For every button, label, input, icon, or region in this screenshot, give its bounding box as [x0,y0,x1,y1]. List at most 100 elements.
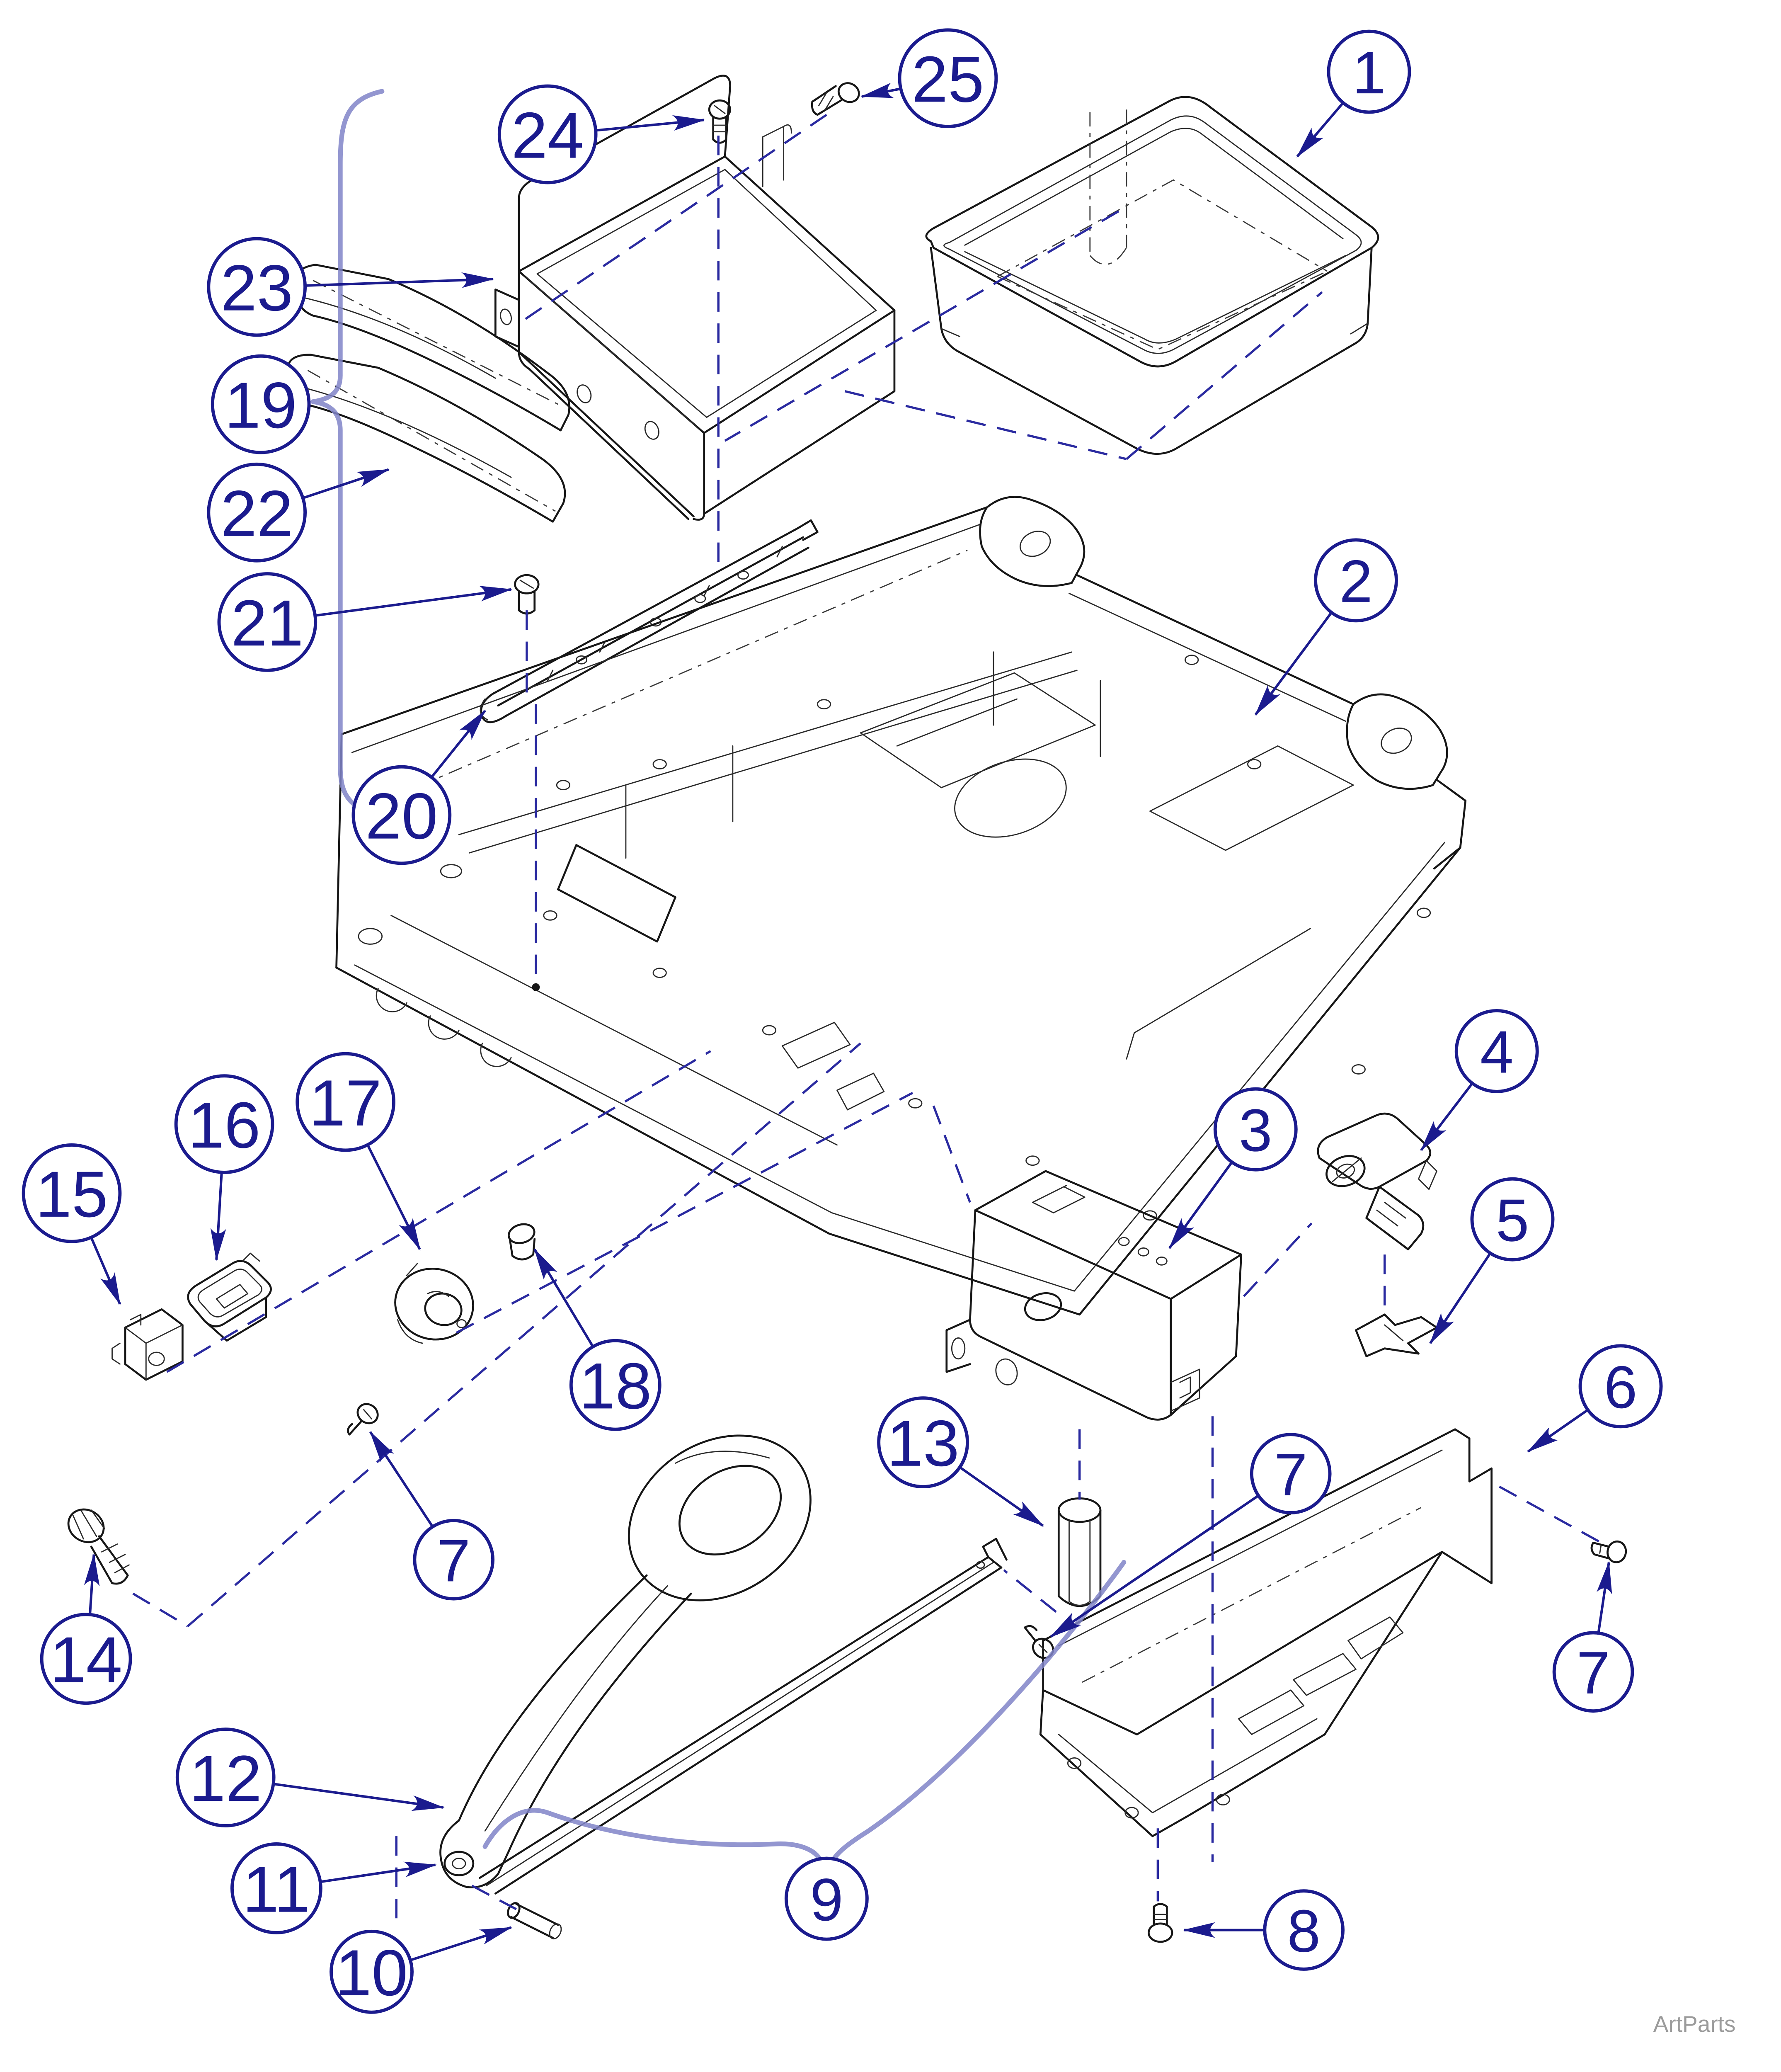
part-storage-bracket-drawing-segment [526,277,697,427]
callout-20[interactable]: 20 [351,709,486,865]
callout-circle-3[interactable] [1213,1087,1298,1172]
callout-6[interactable]: 6 [1527,1344,1663,1453]
callout-15[interactable]: 15 [22,1143,122,1305]
callout-circle-25[interactable] [898,28,998,129]
part-seat-frame-drawing-segment [557,844,676,943]
part-screw-21-drawing [514,574,540,615]
callout-circle-18[interactable] [569,1339,662,1431]
callout-7-6[interactable]: 7 [369,1431,494,1601]
callout-2[interactable]: 2 [1254,538,1398,716]
part-seat-frame-drawing-segment [340,506,988,735]
callout-25[interactable]: 25 [860,28,998,129]
callout-circle-8[interactable] [1263,1889,1345,1971]
part-seat-frame-drawing-segment [440,864,462,878]
callout-circle-7[interactable] [413,1519,494,1601]
callout-9[interactable]: 9 [784,1856,869,1941]
part-seat-frame-drawing-segment [1143,1210,1157,1221]
callout-circle-17[interactable] [296,1052,395,1152]
callout-circle-9[interactable] [784,1856,869,1941]
part-screw-7-left-drawing [347,1403,379,1436]
callout-circle-20[interactable] [351,765,452,865]
callout-number-21: 21 [231,587,303,660]
part-seat-frame-drawing-segment [652,968,667,978]
callout-circle-14[interactable] [40,1613,132,1705]
callout-circle-24[interactable] [497,84,598,184]
leader-line-2 [1254,612,1333,716]
callout-number-1: 1 [1352,39,1386,106]
part-tub-tray-drawing-segment [925,96,1379,368]
assembly-centerlines-segment [166,1050,711,1373]
part-control-box-drawing-segment [945,1319,971,1373]
callout-circle-6[interactable] [1578,1344,1663,1429]
callout-circle-10[interactable] [330,1929,414,2014]
callout-circle-19[interactable] [211,354,311,454]
callout-number-11: 11 [242,1854,310,1926]
callout-circle-23[interactable] [207,237,307,337]
callout-circle-7[interactable] [1250,1433,1332,1514]
callout-1[interactable]: 1 [1296,29,1411,158]
callout-circle-15[interactable] [22,1143,122,1243]
part-cushion-pad-drawing-segment [296,296,512,478]
callout-21[interactable]: 21 [217,572,513,672]
part-screw-7-left-drawing-segment [356,1403,379,1424]
part-seat-frame-drawing-segment [908,1098,923,1109]
part-seat-frame-drawing-segment [1025,1155,1040,1166]
part-release-rod-drawing-segment [982,1538,1008,1569]
callout-circle-11[interactable] [230,1842,322,1934]
part-slide-rail-drawing [480,519,819,723]
part-side-cover-drawing [1039,1428,1493,1837]
callout-circle-16[interactable] [174,1074,274,1174]
callout-7-8[interactable]: 7 [1552,1561,1634,1713]
part-grommet-bezel-drawing-segment [187,1260,272,1327]
callout-24[interactable]: 24 [497,84,705,184]
callout-22[interactable]: 22 [207,462,390,563]
part-clip-drawing [1355,1313,1438,1357]
part-latch-bracket-drawing-segment [1325,1155,1366,1187]
part-seat-frame-drawing-segment [1416,907,1431,918]
callout-7-7[interactable]: 7 [1049,1433,1332,1638]
callout-circle-7[interactable] [1552,1631,1634,1713]
callout-circle-4[interactable] [1454,1009,1539,1093]
callout-circle-22[interactable] [207,462,307,563]
part-seat-frame-drawing-segment [1433,779,1467,870]
callout-circle-2[interactable] [1314,538,1398,623]
assembly-centerlines-segment [456,1092,914,1334]
callout-18[interactable]: 18 [533,1248,662,1431]
part-seat-frame-drawing-segment [1381,728,1412,754]
callout-circle-21[interactable] [217,572,317,672]
callout-3[interactable]: 3 [1168,1087,1298,1249]
part-seat-frame-drawing-segment [652,759,667,769]
callout-14[interactable]: 14 [40,1553,132,1705]
leader-line-7 [1049,1495,1259,1638]
callout-11[interactable]: 11 [230,1842,437,1934]
part-screw-7-right-drawing-segment [1590,1541,1610,1560]
callout-16[interactable]: 16 [174,1074,274,1261]
callout-8[interactable]: 8 [1182,1889,1345,1971]
callout-circle-1[interactable] [1327,29,1411,114]
part-storage-bracket-drawing-segment [644,421,659,440]
part-release-rod-drawing-segment [485,1562,994,1887]
part-pin-drawing-segment [507,1902,521,1919]
callout-circle-5[interactable] [1470,1177,1555,1262]
leader-line-5 [1429,1252,1491,1344]
callout-number-17: 17 [309,1067,382,1140]
part-grommet-bezel-drawing-segment [204,1296,267,1342]
leader-line-3 [1168,1161,1233,1249]
callout-circle-12[interactable] [175,1727,276,1827]
callout-5[interactable]: 5 [1429,1177,1555,1344]
callout-4[interactable]: 4 [1420,1009,1539,1151]
callout-19[interactable]: 19 [211,354,311,454]
part-control-box-drawing-segment [995,1358,1018,1385]
callout-circle-13[interactable] [877,1396,969,1489]
part-side-cover-drawing-segment [1058,1718,1318,1813]
group-bracket-item-19 [310,89,388,819]
part-latch-bracket-drawing-segment [1336,1163,1355,1179]
callout-10[interactable]: 10 [330,1926,513,2014]
callout-23[interactable]: 23 [207,237,494,337]
callout-13[interactable]: 13 [877,1396,1044,1527]
callout-12[interactable]: 12 [175,1727,445,1827]
callout-17[interactable]: 17 [296,1052,421,1251]
part-tub-tray-drawing-segment [943,115,1362,354]
part-seat-frame-drawing-segment [1185,655,1199,665]
